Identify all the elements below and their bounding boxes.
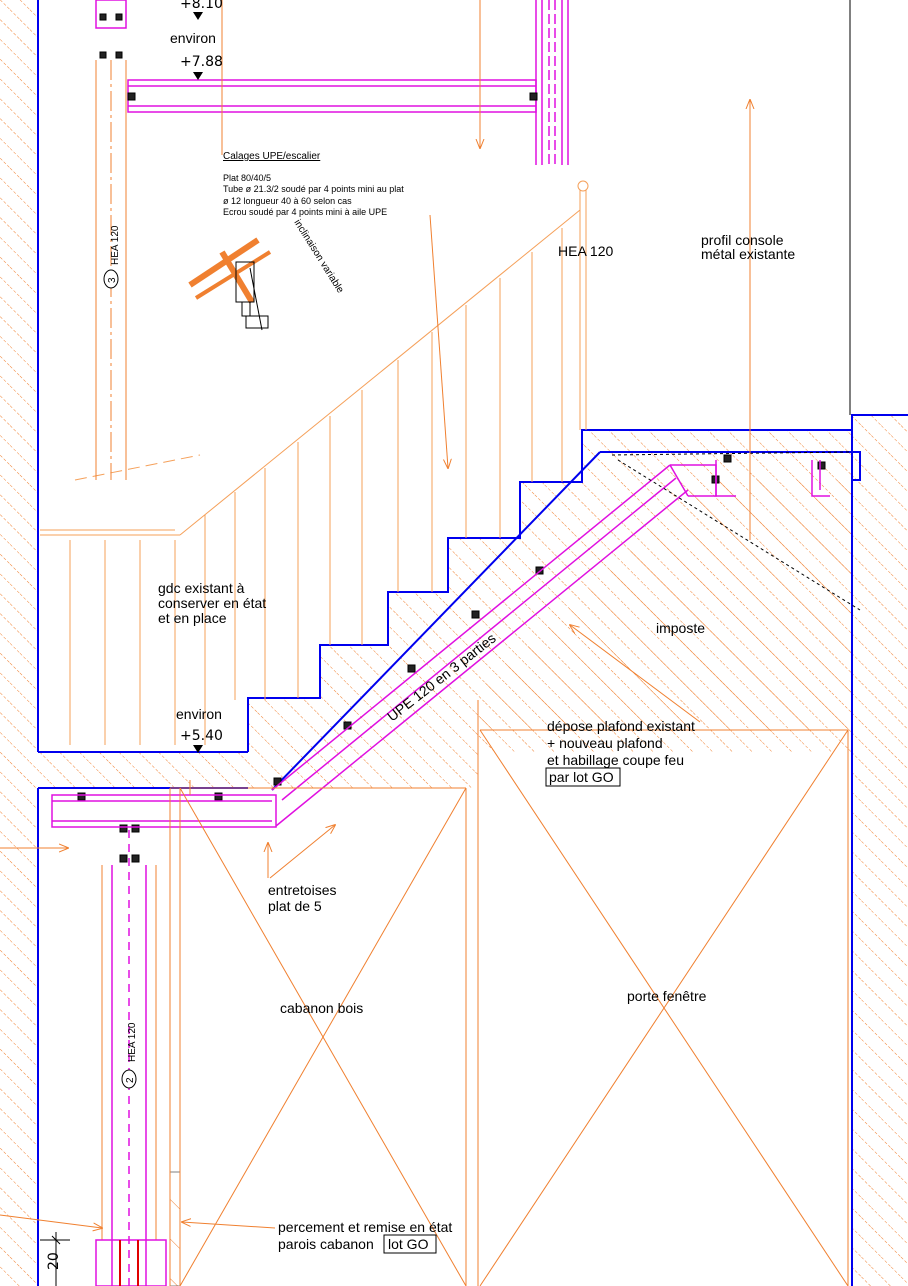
console-line-1: profil console (701, 232, 784, 248)
level-top-cut-value: +8.10 (180, 0, 223, 12)
left-wall-hatch (0, 0, 38, 1286)
depose-line-4: par lot GO (549, 769, 614, 785)
entretoises-line-1: entretoises (268, 882, 336, 898)
console-profile (715, 460, 830, 497)
imposte-hatch (480, 480, 852, 730)
post-cap (577, 180, 589, 192)
depose-line-3: et habillage coupe feu (547, 752, 684, 768)
inclinaison-label: inclinaison variable (291, 218, 345, 296)
level-top-value: +7.88 (180, 54, 223, 70)
bolts (77, 13, 826, 863)
calage-line-4: Ecrou soudé par 4 points mini à aile UPE (223, 207, 387, 217)
porte-fenetre-frame (479, 729, 849, 1286)
hea-label: HEA 120 (558, 243, 613, 259)
entretoises-line-2: plat de 5 (268, 898, 322, 914)
hea-column-3-mark-circle (103, 269, 119, 289)
dimension-20-label: 20 (46, 1252, 62, 1270)
floor-slab-hatch (38, 752, 478, 788)
hea-column-2-mark: 2 (125, 1077, 136, 1083)
right-wall-hatch (852, 415, 908, 1286)
calage-detail (188, 237, 272, 331)
percement-line-1: percement et remise en état (278, 1219, 452, 1235)
level-low-word: environ (176, 706, 222, 722)
cabanon-wall-hatch (169, 1171, 181, 1286)
top-column-stub (95, 0, 127, 29)
hea-column-3-label: HEA 120 (110, 225, 121, 265)
percement-line-2: parois cabanon (278, 1236, 374, 1252)
cabanon-frame (169, 700, 479, 1286)
gdc-line-3: et en place (158, 610, 227, 626)
console-line-2: métal existante (701, 246, 795, 262)
hea-column-2-label: HEA 120 (127, 1022, 138, 1062)
existing-vertical-profile (535, 0, 569, 165)
porte-label: porte fenêtre (627, 988, 707, 1004)
dimension-20 (40, 1232, 70, 1286)
level-top-word: environ (170, 30, 216, 46)
percement-box-label: lot GO (388, 1236, 429, 1252)
gdc-line-2: conserver en état (158, 595, 266, 611)
existing-walls (37, 0, 908, 1286)
top-horizontal-beam (127, 79, 537, 113)
hea-column-3-mark: 3 (107, 277, 118, 283)
depose-line-2: + nouveau plafond (547, 735, 663, 751)
landing-beam (51, 794, 277, 828)
calage-line-3: ø 12 longueur 40 à 60 selon cas (223, 196, 352, 206)
leader-lines (0, 0, 750, 1228)
depose-line-4-box (545, 767, 621, 787)
level-marker-low (193, 745, 203, 753)
depose-line-1: dépose plafond existant (547, 718, 695, 734)
hea-column-2 (95, 830, 167, 1286)
level-marker-top-cut (193, 12, 203, 20)
existing-stair (40, 190, 587, 745)
cabanon-label: cabanon bois (280, 1000, 363, 1016)
calage-line-1: Plat 80/40/5 (223, 173, 271, 183)
imposte-label: imposte (656, 620, 705, 636)
percement-box (383, 1234, 437, 1254)
calage-line-2: Tube ø 21.3/2 soudé par 4 points mini au… (223, 184, 404, 194)
level-marker-top (193, 72, 203, 80)
gdc-line-1: gdc existant à (158, 580, 245, 596)
upe-beam (271, 464, 717, 827)
level-low-value: +5.40 (180, 728, 223, 744)
calage-title: Calages UPE/escalier (223, 151, 321, 162)
hea-column-2-mark-circle (121, 1069, 137, 1089)
